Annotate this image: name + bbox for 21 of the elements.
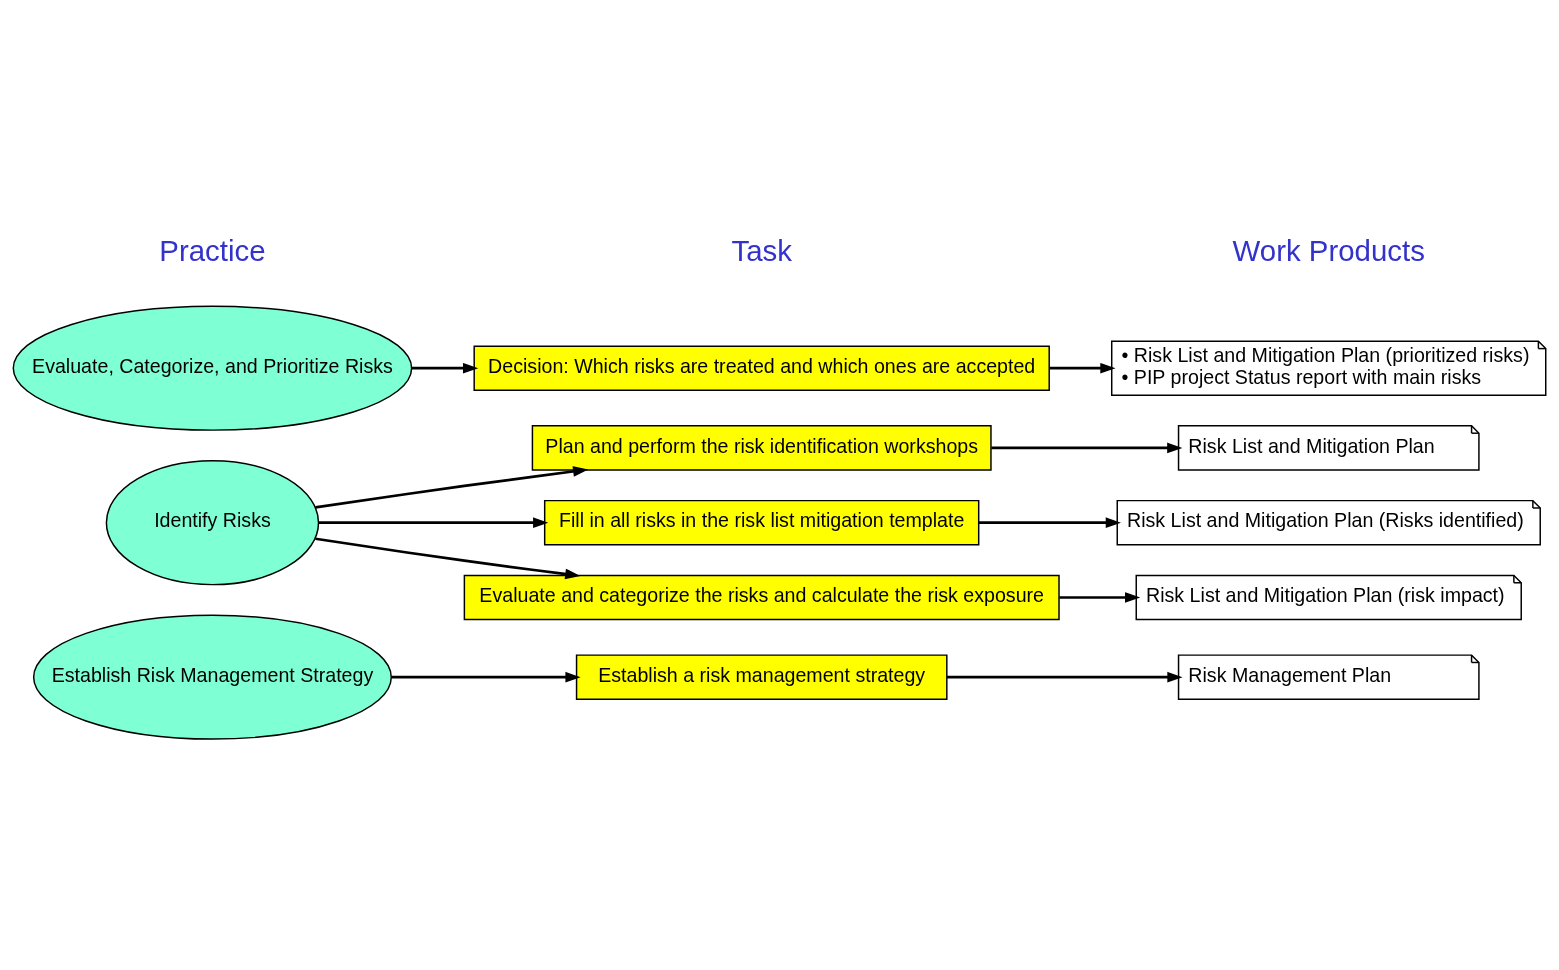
arrow	[315, 537, 581, 580]
arrow	[1059, 592, 1141, 603]
node-box: Evaluate and categorize the risks and calculate the risk exposure	[463, 574, 1060, 621]
arrow	[411, 362, 479, 374]
node-ellipse: Evaluate, Categorize, and Prioritize Risks	[12, 305, 413, 431]
arrow	[947, 671, 1183, 683]
node-box: Establish a risk management strategy	[575, 654, 948, 700]
arrow	[1049, 362, 1116, 374]
node-box: Decision: Which risks are treated and which ones are accepted	[473, 345, 1050, 392]
node-box: Fill in all risks in the risk list mitigation template	[543, 499, 980, 546]
label: Practice	[159, 233, 266, 267]
node-ellipse: Identify Risks	[105, 460, 320, 586]
arrow	[318, 517, 549, 529]
arrow	[978, 517, 1121, 529]
node-ellipse: Establish Risk Management Strategy	[32, 614, 392, 740]
label: Task	[731, 233, 792, 267]
arrow	[991, 442, 1183, 454]
arrow	[315, 466, 589, 509]
node-box: Plan and perform the risk identification workshops	[531, 425, 992, 471]
arrow	[391, 671, 581, 683]
label: Work Products	[1232, 233, 1425, 267]
